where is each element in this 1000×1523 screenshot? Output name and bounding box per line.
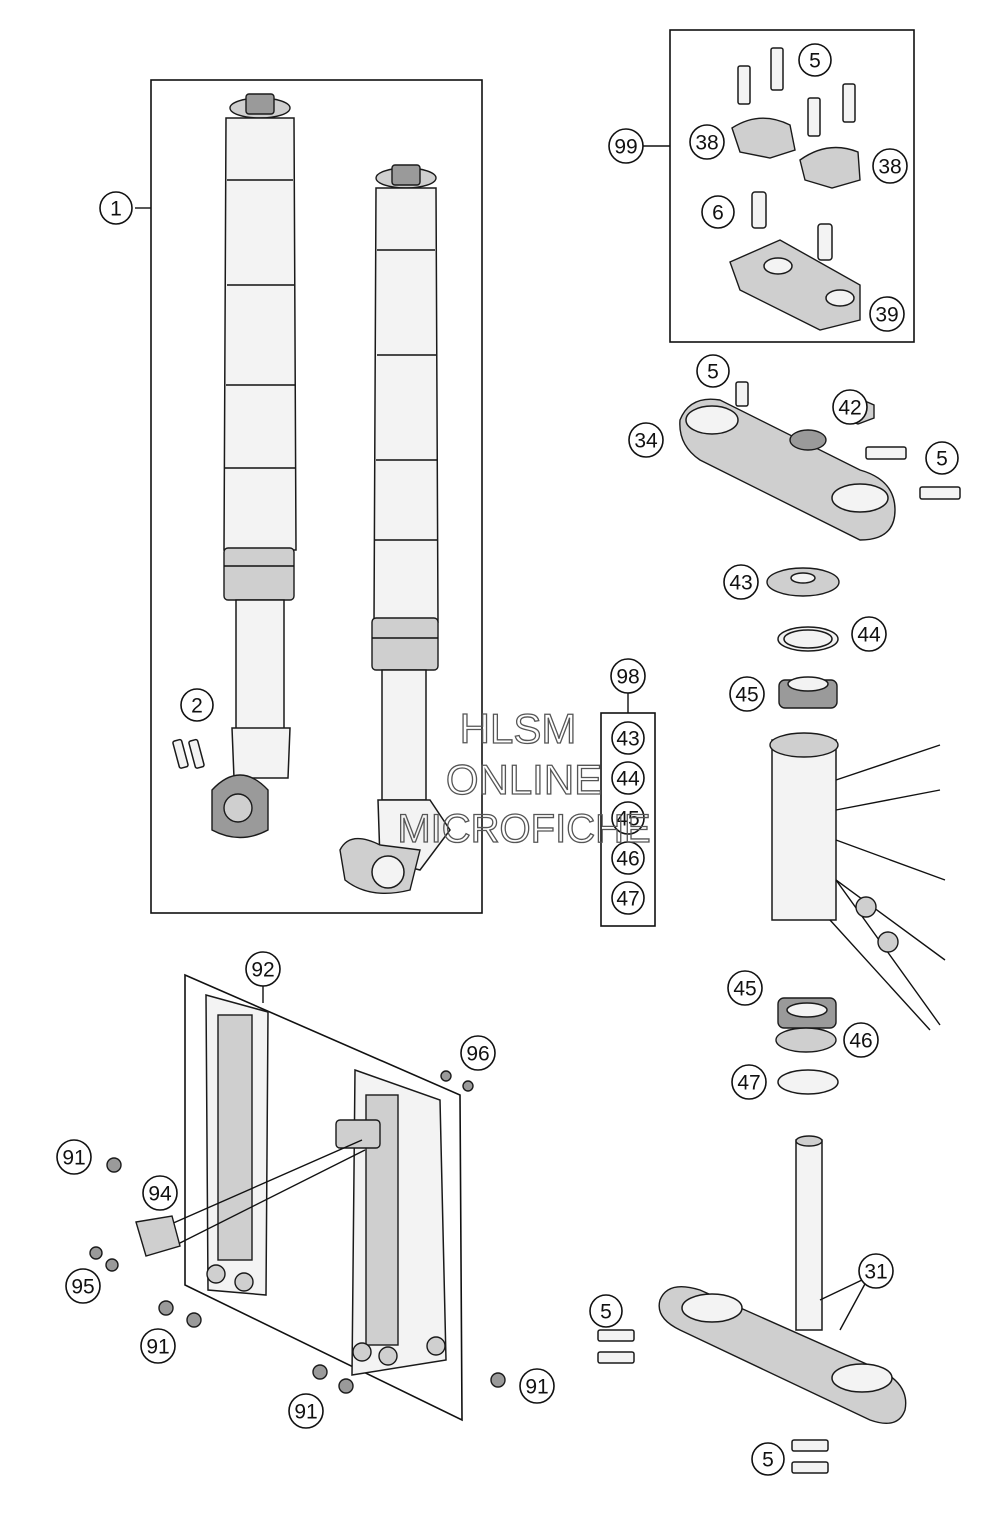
svg-text:44: 44 (857, 624, 881, 647)
upper-bearing-stack (766, 567, 840, 709)
callout-34: 34 (628, 422, 664, 458)
svg-text:5: 5 (936, 448, 948, 471)
lower-triple-clamp-31 (597, 1135, 907, 1474)
callout-5: 5 (589, 1294, 623, 1328)
svg-text:98: 98 (616, 666, 639, 689)
svg-text:92: 92 (251, 959, 274, 982)
lower-clamp-39 (729, 239, 861, 331)
svg-text:91: 91 (525, 1376, 548, 1399)
svg-text:38: 38 (695, 132, 718, 155)
callout-91: 91 (519, 1368, 555, 1404)
fork-assembly-frame (150, 79, 483, 914)
svg-text:94: 94 (148, 1183, 172, 1206)
svg-text:1: 1 (110, 198, 122, 221)
svg-text:91: 91 (146, 1336, 169, 1359)
kit-item-43: 43 (611, 721, 645, 755)
callout-96: 96 (460, 1035, 496, 1071)
kit-item-44: 44 (611, 761, 645, 795)
callout-92: 92 (245, 951, 281, 987)
svg-text:MICROFICHE: MICROFICHE (397, 807, 650, 851)
callout-45: 45 (729, 676, 765, 712)
callout-91: 91 (56, 1139, 92, 1175)
frame-head-tube (769, 732, 946, 1031)
callout-91: 91 (288, 1393, 324, 1429)
callout-2: 2 (180, 688, 214, 722)
callout-39: 39 (869, 296, 905, 332)
svg-text:2: 2 (191, 695, 203, 718)
svg-text:46: 46 (616, 848, 639, 871)
callout-44: 44 (851, 616, 887, 652)
callout-42: 42 (832, 389, 868, 425)
callout-45: 45 (727, 970, 763, 1006)
svg-text:5: 5 (809, 50, 821, 73)
svg-text:HLSM: HLSM (460, 705, 577, 752)
guide-line (165, 1149, 366, 1251)
callout-95: 95 (65, 1268, 101, 1304)
handlebar-clamp-kit-frame (669, 29, 915, 343)
svg-text:38: 38 (878, 156, 901, 179)
svg-text:46: 46 (849, 1030, 872, 1053)
kit-item-45: 45 (611, 801, 645, 835)
fork-guard-sheet (184, 973, 463, 1422)
callout-46: 46 (843, 1022, 879, 1058)
svg-text:45: 45 (735, 684, 758, 707)
handlebar-clamp-bolts (737, 47, 856, 261)
callout-38: 38 (689, 124, 725, 160)
guide-line (161, 1139, 363, 1229)
clamp-bolts-2 (172, 738, 205, 769)
upper-triple-clamp-34 (679, 381, 961, 541)
svg-text:96: 96 (466, 1043, 489, 1066)
callout-5: 5 (751, 1442, 785, 1476)
callout-5: 5 (798, 43, 832, 77)
callout-98: 98 (610, 658, 646, 694)
upper-clamps-38 (731, 117, 861, 189)
svg-text:43: 43 (616, 728, 639, 751)
svg-text:ONLINE: ONLINE (446, 756, 602, 803)
svg-text:45: 45 (616, 808, 639, 831)
callout-91: 91 (140, 1328, 176, 1364)
left-fork-leg (211, 93, 297, 839)
guard-bolts (89, 1070, 506, 1394)
svg-text:5: 5 (600, 1301, 612, 1324)
svg-text:45: 45 (733, 978, 756, 1001)
callout-5: 5 (925, 441, 959, 475)
callout-43: 43 (723, 564, 759, 600)
lower-bearing-stack (775, 997, 839, 1095)
svg-text:34: 34 (634, 430, 658, 453)
svg-text:6: 6 (712, 202, 724, 225)
svg-text:39: 39 (875, 304, 898, 327)
callout-99: 99 (608, 128, 644, 164)
watermark: HLSM ONLINE MICROFICHE (397, 704, 652, 851)
callout-31: 31 (858, 1253, 894, 1289)
callout-5: 5 (696, 354, 730, 388)
svg-text:99: 99 (614, 136, 637, 159)
kit-item-47: 47 (611, 881, 645, 915)
svg-text:31: 31 (864, 1261, 887, 1284)
svg-text:44: 44 (616, 768, 640, 791)
callout-47: 47 (731, 1064, 767, 1100)
svg-text:91: 91 (294, 1401, 317, 1424)
svg-text:43: 43 (729, 572, 752, 595)
svg-text:5: 5 (762, 1449, 774, 1472)
right-fork-leg (339, 164, 451, 895)
svg-text:47: 47 (616, 888, 639, 911)
svg-text:91: 91 (62, 1147, 85, 1170)
svg-text:42: 42 (838, 397, 861, 420)
kit-item-46: 46 (611, 841, 645, 875)
callout-6: 6 (701, 195, 735, 229)
guard-bracket-94 (135, 1215, 181, 1257)
callout-38: 38 (872, 148, 908, 184)
callout-1: 1 (99, 191, 133, 225)
svg-text:95: 95 (71, 1276, 94, 1299)
callout-94: 94 (142, 1175, 178, 1211)
svg-text:5: 5 (707, 361, 719, 384)
svg-text:47: 47 (737, 1072, 760, 1095)
